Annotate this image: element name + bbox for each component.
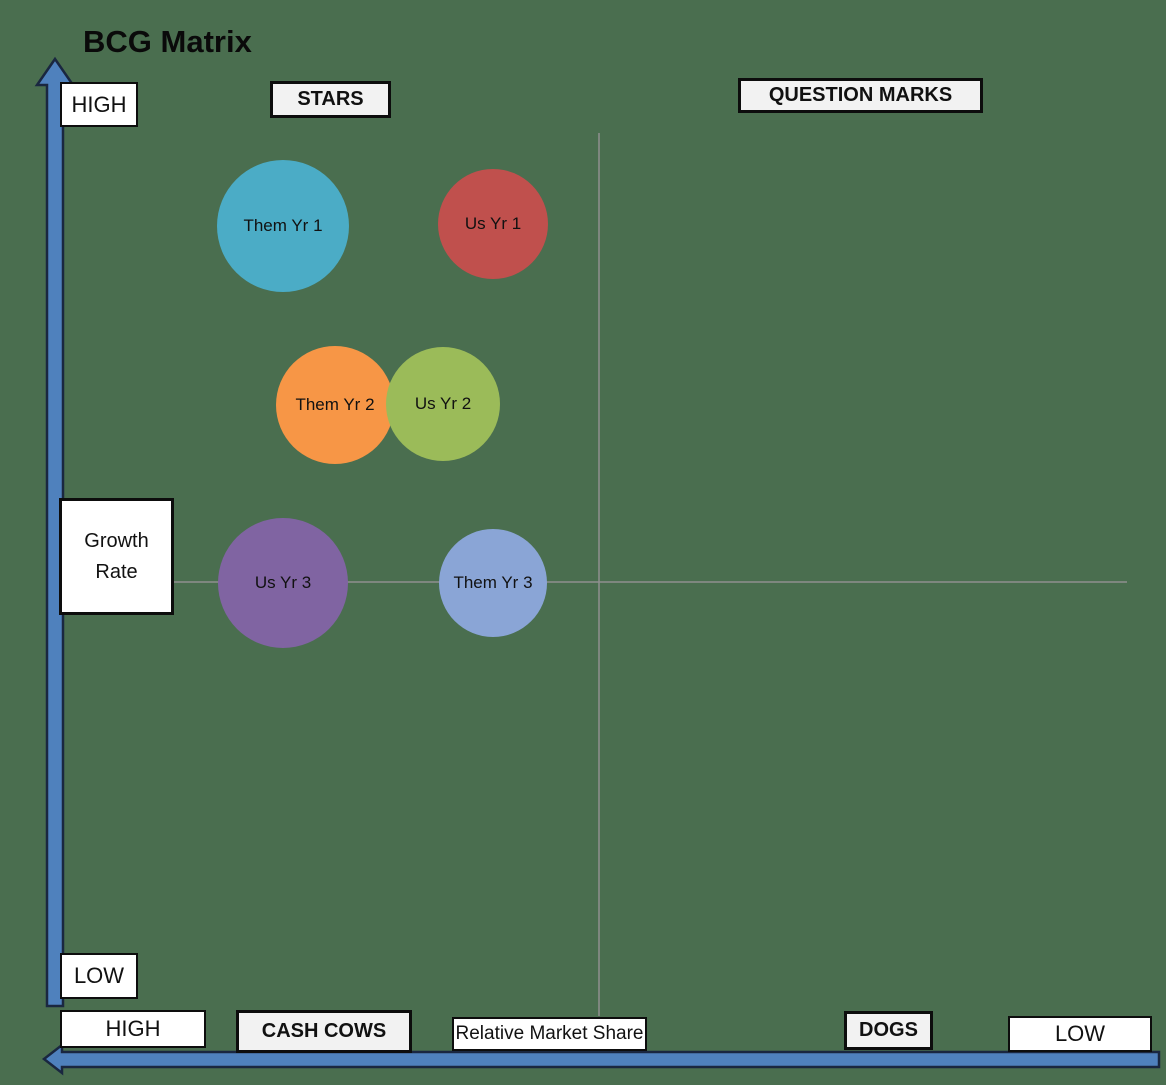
quadrant-label-stars: STARS: [270, 81, 391, 118]
bubble-label: Us Yr 3: [254, 573, 312, 592]
bubble-label: Us Yr 1: [464, 214, 522, 233]
bubble-label: Them Yr 1: [243, 216, 323, 235]
bubble-us-yr-3: Us Yr 3: [218, 518, 348, 648]
y-axis-low-label: LOW: [60, 953, 138, 999]
bubble-label: Them Yr 2: [295, 395, 375, 414]
bubble-label: Them Yr 3: [453, 573, 533, 592]
y-axis-high-label: HIGH: [60, 82, 138, 127]
y-axis-title-text: Growth Rate: [84, 526, 148, 588]
x-axis-title: Relative Market Share: [452, 1017, 647, 1051]
y-axis-title-line2: Rate: [95, 560, 138, 583]
quadrant-label-question-marks: QUESTION MARKS: [738, 78, 983, 113]
bubble-us-yr-2: Us Yr 2: [386, 347, 500, 461]
quadrant-label-dogs: DOGS: [844, 1011, 933, 1050]
bubble-them-yr-1: Them Yr 1: [217, 160, 349, 292]
bubble-them-yr-3: Them Yr 3: [439, 529, 547, 637]
quadrant-label-cash-cows: CASH COWS: [236, 1010, 412, 1053]
x-axis-high-label: HIGH: [60, 1010, 206, 1048]
page-title: BCG Matrix: [83, 24, 252, 59]
bubble-label: Us Yr 2: [414, 394, 472, 413]
bubble-them-yr-2: Them Yr 2: [276, 346, 394, 464]
y-axis-title-line1: Growth: [84, 529, 149, 552]
x-axis-low-label: LOW: [1008, 1016, 1152, 1052]
y-axis-title: Growth Rate: [59, 498, 174, 615]
bubble-us-yr-1: Us Yr 1: [438, 169, 548, 279]
